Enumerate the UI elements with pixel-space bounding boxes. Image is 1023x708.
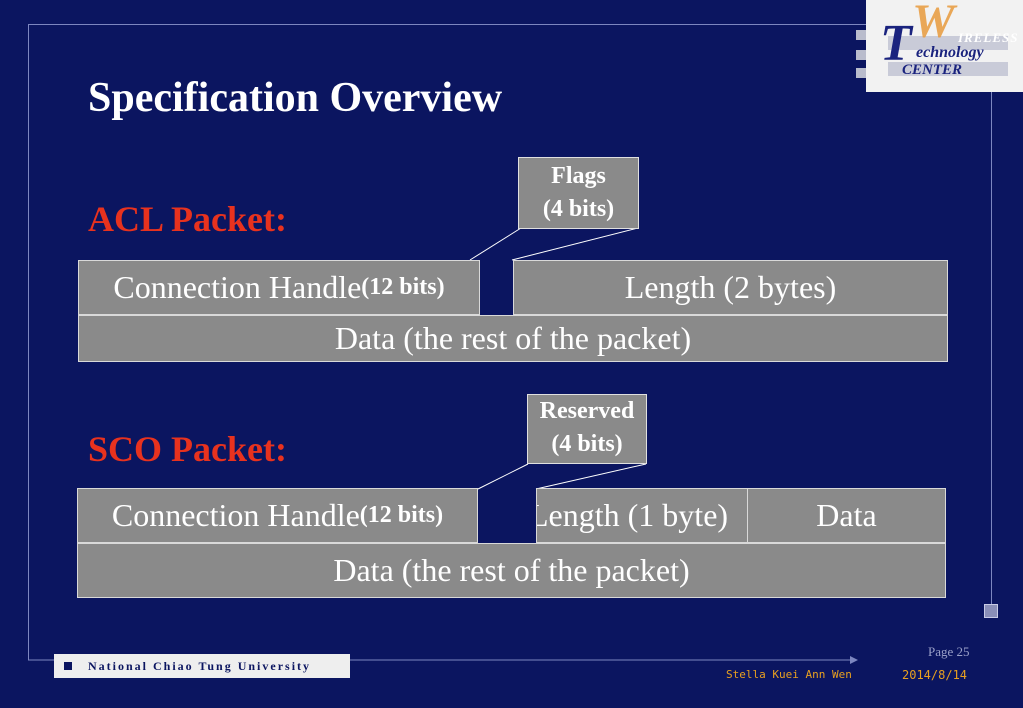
sco-callout-line-left bbox=[477, 463, 529, 490]
footer-university: National Chiao Tung University bbox=[88, 658, 312, 673]
sco-data-label: Data (the rest of the packet) bbox=[333, 552, 690, 588]
logo-text-center: CENTER bbox=[902, 62, 963, 78]
acl-data-label: Data (the rest of the packet) bbox=[334, 320, 692, 356]
sco-reserved-callout: Reserved (4 bits) bbox=[527, 394, 647, 464]
sco-data-short-box: Data bbox=[747, 488, 946, 543]
sco-reserved-callout-line1: Reserved bbox=[539, 398, 635, 424]
frame-left-line bbox=[28, 24, 29, 660]
page-number: Page 25 bbox=[928, 644, 970, 659]
acl-length-label: Length (2 bytes) bbox=[624, 269, 837, 305]
sco-data-short-label: Data bbox=[816, 497, 877, 533]
frame-right-line bbox=[991, 74, 992, 604]
logo-text-technology: echnology bbox=[916, 44, 984, 61]
footer-author: Stella Kuei Ann Wen bbox=[726, 668, 852, 681]
acl-callout-line-left bbox=[469, 227, 522, 261]
logo-band bbox=[888, 36, 1008, 50]
footer-university-bar: National Chiao Tung University bbox=[54, 654, 350, 678]
acl-connection-handle-label: Connection Handle bbox=[113, 269, 362, 305]
wireless-technology-center-logo: T W IRELESS echnology CENTER bbox=[866, 0, 1023, 92]
acl-data-box: Data (the rest of the packet) bbox=[78, 315, 948, 362]
footer-date: 2014/8/14 bbox=[902, 668, 968, 682]
acl-callout-line-right bbox=[511, 227, 639, 261]
slide-title: Specification Overview bbox=[88, 75, 503, 121]
corner-square-decoration bbox=[984, 604, 998, 618]
logo-text-wireless: IRELESS bbox=[958, 30, 1019, 45]
acl-length-box: Length (2 bytes) bbox=[513, 260, 948, 315]
sco-connection-handle-label: Connection Handle bbox=[111, 497, 360, 533]
logo-band bbox=[888, 62, 1008, 76]
acl-flags-callout: Flags (4 bits) bbox=[518, 157, 639, 229]
acl-flags-callout-line1: Flags bbox=[551, 163, 606, 189]
acl-connection-handle-box: Connection Handle (12 bits) bbox=[78, 260, 480, 315]
sco-packet-heading: SCO Packet: bbox=[88, 429, 287, 469]
sco-data-box: Data (the rest of the packet) bbox=[77, 543, 946, 598]
logo-letter-t: T bbox=[880, 15, 912, 72]
footer-bullet-icon bbox=[64, 662, 72, 670]
sco-reserved-callout-line2: (4 bits) bbox=[551, 431, 623, 457]
sco-connection-handle-bits: (12 bits) bbox=[359, 502, 444, 528]
footer-arrowhead bbox=[850, 656, 858, 664]
sco-connection-handle-box: Connection Handle (12 bits) bbox=[77, 488, 478, 543]
acl-flags-callout-line2: (4 bits) bbox=[542, 196, 615, 222]
acl-connection-handle-bits: (12 bits) bbox=[361, 274, 445, 300]
frame-top-line bbox=[28, 24, 886, 25]
sco-callout-line-right bbox=[535, 463, 647, 490]
sco-length-label: Length (1 byte) bbox=[536, 497, 729, 533]
logo-letter-w: W bbox=[912, 0, 955, 48]
acl-packet-heading: ACL Packet: bbox=[88, 199, 287, 239]
